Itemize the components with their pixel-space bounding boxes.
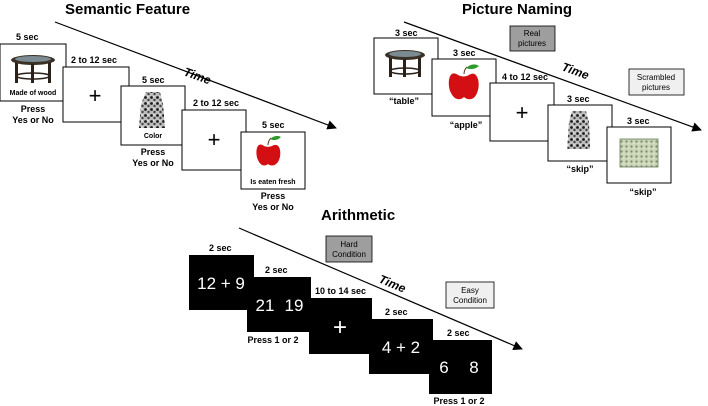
naming-duration-5: 3 sec: [627, 116, 650, 126]
hard-condition-label-box: [325, 235, 373, 263]
semantic-question-1: Made of wood: [10, 90, 57, 97]
semantic-duration-4: 2 to 12 sec: [193, 98, 239, 108]
semantic-fixation-frame-2: [181, 109, 247, 171]
naming-duration-4: 3 sec: [567, 94, 590, 104]
semantic-press-2b: Yes or No: [132, 158, 174, 168]
semantic-press-3a: Press: [261, 191, 286, 201]
real-pictures-line2: pictures: [518, 39, 546, 48]
naming-response-5: “skip”: [629, 187, 656, 197]
semantic-question-3: Color: [144, 133, 163, 140]
semantic-press-2a: Press: [141, 147, 166, 157]
naming-duration-2: 3 sec: [453, 48, 476, 58]
naming-time-arrow: [403, 21, 702, 132]
arithmetic-press-1: Press 1 or 2: [247, 335, 298, 345]
scrambled-image: [139, 92, 165, 128]
picture-naming-panel: Picture Naming Time Real pictures Scramb…: [373, 1, 702, 197]
naming-response-4: “skip”: [566, 164, 593, 174]
naming-frame-1: [373, 37, 439, 95]
naming-response-2: “apple”: [450, 120, 483, 130]
semantic-fixation-cross-2: +: [208, 127, 221, 152]
semantic-time-arrow: [54, 21, 337, 130]
arithmetic-time-label: Time: [377, 272, 408, 296]
scrambled-pictures-line1: Scrambled: [637, 73, 675, 82]
semantic-title: Semantic Feature: [65, 1, 190, 18]
real-pictures-line1: Real: [524, 29, 541, 38]
arithmetic-problem-hard: 12 + 9: [197, 274, 245, 293]
naming-apple-image: [448, 64, 479, 100]
naming-time-label: Time: [560, 60, 591, 83]
arithmetic-frame-5: [429, 340, 492, 394]
semantic-fixation-cross-1: +: [89, 83, 102, 108]
arithmetic-title: Arithmetic: [321, 207, 395, 224]
apple-image: [256, 135, 281, 166]
arithmetic-duration-5: 2 sec: [447, 328, 470, 338]
hard-condition-line2: Condition: [332, 250, 366, 259]
semantic-time-label: Time: [182, 65, 213, 88]
easy-condition-label-box: [445, 281, 495, 309]
semantic-duration-2: 2 to 12 sec: [71, 55, 117, 65]
naming-title: Picture Naming: [462, 1, 572, 18]
arithmetic-duration-4: 2 sec: [385, 307, 408, 317]
naming-scrambled-image-1: [567, 111, 590, 149]
arithmetic-fixation-cross: +: [333, 314, 347, 341]
table-image: [11, 55, 55, 83]
arithmetic-panel: Arithmetic Time Hard Condition Easy Cond…: [189, 207, 523, 406]
naming-duration-3: 4 to 12 sec: [502, 72, 548, 82]
scrambled-pictures-line2: pictures: [642, 83, 670, 92]
semantic-fixation-frame-1: [62, 66, 130, 123]
arithmetic-time-arrow: [238, 227, 523, 351]
semantic-press-1a: Press: [21, 104, 46, 114]
arithmetic-problem-easy: 4 + 2: [382, 338, 420, 357]
easy-condition-line2: Condition: [453, 296, 487, 305]
arithmetic-duration-3: 10 to 14 sec: [315, 286, 366, 296]
arithmetic-frame-4: [369, 319, 433, 374]
easy-condition-line1: Easy: [461, 286, 479, 295]
arithmetic-option-easy-1: 6: [439, 358, 448, 377]
semantic-duration-1: 5 sec: [16, 32, 39, 42]
arithmetic-option-hard-2: 19: [285, 296, 304, 315]
semantic-press-3b: Yes or No: [252, 202, 294, 212]
naming-duration-1: 3 sec: [395, 28, 418, 38]
arithmetic-duration-2: 2 sec: [265, 265, 288, 275]
arithmetic-option-hard-1: 21: [256, 296, 275, 315]
arithmetic-press-2: Press 1 or 2: [433, 396, 484, 406]
arithmetic-frame-2: [247, 277, 311, 332]
semantic-question-5: Is eaten fresh: [250, 179, 295, 186]
naming-fixation-frame: [489, 82, 555, 142]
arithmetic-frame-1: [189, 255, 254, 310]
arithmetic-option-easy-2: 8: [469, 358, 478, 377]
semantic-duration-5: 5 sec: [262, 120, 285, 130]
real-pictures-label-box: [509, 25, 556, 52]
semantic-duration-3: 5 sec: [142, 75, 165, 85]
naming-response-1: “table”: [389, 96, 419, 106]
arithmetic-duration-1: 2 sec: [209, 243, 232, 253]
arithmetic-fixation-frame: [309, 298, 372, 354]
hard-condition-line1: Hard: [340, 240, 357, 249]
naming-table-image: [385, 50, 425, 77]
naming-scrambled-image-2: [619, 138, 659, 168]
scrambled-pictures-label-box: [628, 68, 685, 96]
naming-fixation-cross: +: [516, 100, 529, 125]
semantic-press-1b: Yes or No: [12, 115, 54, 125]
semantic-feature-panel: Semantic Feature Time 5 sec Made of wood…: [0, 1, 337, 212]
